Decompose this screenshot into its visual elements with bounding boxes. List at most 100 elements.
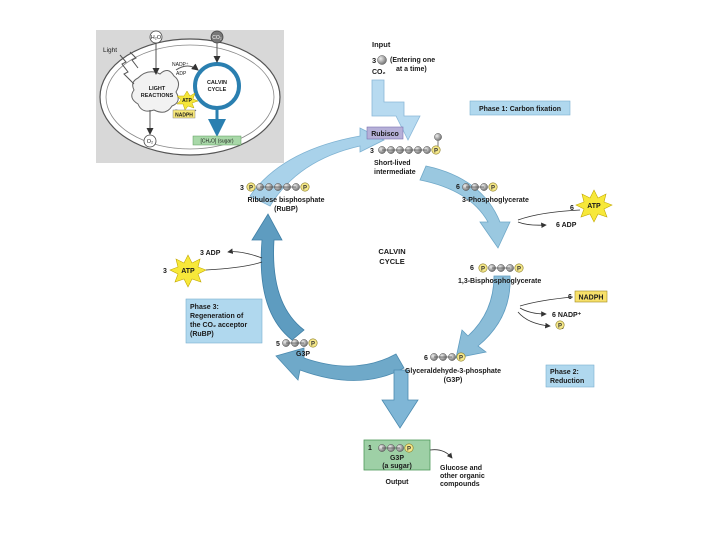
- g3p6-chain-phosphate-right-label: P: [459, 355, 463, 361]
- g3p6-line1: Glyceraldehyde-3-phosphate: [405, 368, 501, 375]
- inset-o2-label: O₂: [147, 139, 153, 145]
- atp3-input: 3 ATP 3 ADP: [163, 248, 263, 288]
- atp-in-count: 6: [570, 205, 574, 212]
- phase2-line2: Reduction: [550, 378, 584, 385]
- rubp-line2: (RuBP): [274, 206, 298, 213]
- rubp-chain-phosphate-right: [300, 182, 310, 192]
- output-section: 1 G3P (a sugar) Output Glucose and other…: [363, 439, 485, 488]
- inset-atp-label: ATP: [182, 98, 192, 104]
- atp-input: 6 ATP 6 ADP: [517, 189, 613, 229]
- pga-count: 6: [456, 184, 460, 191]
- inset-co2-label: CO₂: [212, 35, 222, 41]
- phase3-line2: Regeneration of: [190, 313, 244, 320]
- input-title: Input: [372, 40, 391, 49]
- intermediate-molecule: 3 Short-lived intermediate: [370, 148, 416, 176]
- bpg-chain-phosphate-right-label: P: [517, 266, 521, 272]
- g3p6-count: 6: [424, 355, 428, 362]
- inset-adp-label: ADP: [176, 71, 187, 77]
- phase3-line1: Phase 3:: [190, 304, 219, 311]
- rubp-chain-phosphate-right-label: P: [303, 185, 307, 191]
- rubisco-box: [366, 126, 404, 140]
- g3p6-chain-phosphate-right: [456, 352, 466, 362]
- intermediate-line2: intermediate: [374, 169, 416, 176]
- intermediate-chain-phosphate-right: [431, 145, 441, 155]
- pga-chain-phosphate-right: [488, 182, 498, 192]
- output-line1: G3P: [390, 455, 404, 462]
- inset-calvin-2: CYCLE: [208, 87, 227, 93]
- bpg-chain-phosphate-right: [514, 263, 524, 273]
- input-co2: CO₂: [372, 69, 386, 76]
- inset-h2o-label: H₂O: [151, 35, 162, 41]
- rubp-chain-phosphate-left: [246, 182, 256, 192]
- bpg-chain-phosphate-left: [478, 263, 488, 273]
- intermediate-chain-phosphate-right-label: P: [434, 148, 438, 154]
- rubp-chain-phosphate-left-label: P: [249, 185, 253, 191]
- center-line2: CYCLE: [379, 257, 404, 266]
- pga-molecule: 6 3-Phosphoglycerate: [456, 184, 529, 204]
- rubp-line1: Ribulose bisphosphate: [247, 197, 324, 204]
- adp3-label: 3 ADP: [200, 250, 221, 257]
- output-line3: Output: [386, 479, 410, 486]
- bpg-count: 6: [470, 265, 474, 272]
- g3p6-molecule: 6 Glyceraldehyde-3-phosphate (G3P): [405, 355, 501, 384]
- nadp-out-label: 6 NADP⁺: [552, 312, 582, 319]
- molecule-chains: P P P P P P P P P P: [246, 133, 565, 453]
- bpg-chain-phosphate-left-label: P: [481, 266, 485, 272]
- inset-light-reactions-1: LIGHT: [149, 86, 166, 92]
- atp-burst-icon: [575, 189, 613, 223]
- rubp-count: 3: [240, 185, 244, 192]
- inset-nadp-label: NADP⁺: [172, 62, 189, 68]
- output-g3p-chain-phosphate-right-label: P: [407, 446, 411, 452]
- atp3-count: 3: [163, 268, 167, 275]
- inset-nadph-label: NADPH: [175, 113, 193, 119]
- g3p6-line2: (G3P): [444, 377, 463, 384]
- co2-molecule-icon: [377, 55, 387, 65]
- rubisco-label: Rubisco: [371, 131, 399, 138]
- input-section: Input 3 (Entering one at a time) CO₂: [372, 40, 435, 76]
- phase2-line1: Phase 2:: [550, 369, 579, 376]
- pga-chain-phosphate-right-label: P: [491, 185, 495, 191]
- bpg-label: 1,3-Bisphosphoglycerate: [458, 278, 541, 285]
- inset-atp-burst-icon: [176, 90, 199, 111]
- glucose-line2: other organic: [440, 473, 485, 480]
- inset-light-reactions-2: REACTIONS: [141, 93, 174, 99]
- g3p5-label: G3P: [296, 351, 310, 358]
- g3p5-count: 5: [276, 341, 280, 348]
- adp-out-label: 6 ADP: [556, 222, 577, 229]
- pi-out-label: P: [558, 323, 562, 329]
- inset-sugar-label: [CH₂O] (sugar): [200, 139, 233, 145]
- output-line2: (a sugar): [382, 463, 412, 470]
- rubp-molecule: 3 Ribulose bisphosphate (RuBP): [240, 185, 325, 213]
- phase1-box: [469, 100, 571, 116]
- g3p5-molecule: 5 G3P: [276, 341, 310, 358]
- glucose-line1: Glucose and: [440, 465, 482, 472]
- g3p5-chain-phosphate-right-label: P: [311, 341, 315, 347]
- pga-label: 3-Phosphoglycerate: [462, 197, 529, 204]
- phase3-line4: (RuBP): [190, 331, 214, 338]
- phase2-box: [545, 364, 595, 388]
- output-count: 1: [368, 445, 372, 452]
- phase3-box: [185, 298, 263, 344]
- atp-in-label: ATP: [587, 203, 601, 210]
- intermediate-line1: Short-lived: [374, 160, 411, 167]
- input-entering-2: at a time): [396, 66, 427, 73]
- bpg-molecule: 6 1,3-Bisphosphoglycerate: [458, 265, 541, 285]
- nadph-in-label: NADPH: [579, 295, 604, 302]
- inset-light-label: Light: [103, 47, 117, 54]
- output-g3p-chain-phosphate-right: [404, 443, 414, 453]
- center-line1: CALVIN: [378, 247, 405, 256]
- atp3-label: ATP: [181, 268, 195, 275]
- atp3-burst-icon: [169, 254, 207, 288]
- input-count: 3: [372, 56, 376, 65]
- phase3-line3: the CO₂ acceptor: [190, 322, 247, 329]
- glucose-line3: compounds: [440, 481, 480, 488]
- chloroplast-inset: H₂O CO₂ Light NADP⁺ ADP LIGHT REACTIONS …: [96, 30, 284, 163]
- intermediate-count: 3: [370, 148, 374, 155]
- inset-calvin-1: CALVIN: [207, 80, 227, 86]
- input-entering-1: (Entering one: [390, 57, 435, 64]
- pi-out: [555, 320, 565, 330]
- output-box: [363, 439, 431, 471]
- fixed-co2-carbon: [434, 133, 442, 141]
- phase1-label: Phase 1: Carbon fixation: [479, 106, 561, 113]
